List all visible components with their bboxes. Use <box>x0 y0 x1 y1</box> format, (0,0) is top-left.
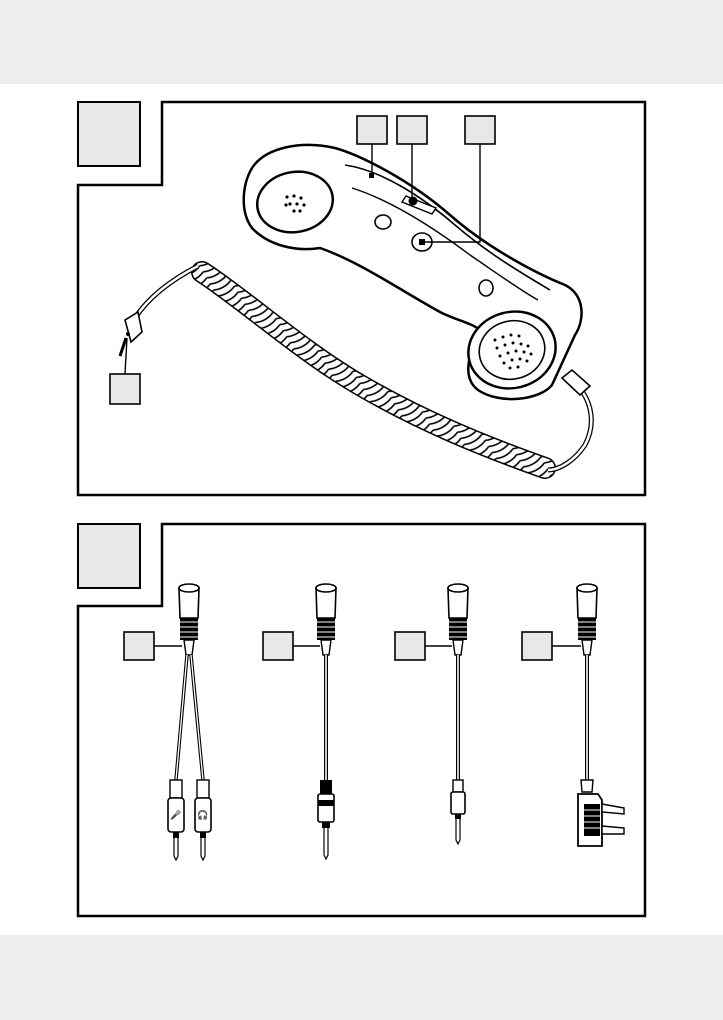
adapter-y-splitter: 🎤 🎧 <box>167 583 212 862</box>
mic-jack: 🎤 <box>167 779 185 862</box>
figure-handset <box>76 100 647 497</box>
figure-adapters: 🎤 🎧 <box>76 522 647 918</box>
adapter-35mm-4pole <box>315 583 337 861</box>
handset-callout-3 <box>419 115 496 245</box>
headphone-jack: 🎧 <box>194 779 212 862</box>
figure-adapters-number-box <box>77 523 141 589</box>
figure-handset-frame <box>76 100 647 497</box>
adapter-callout-2 <box>262 631 320 661</box>
cord-plug <box>118 310 143 357</box>
adapter-proprietary <box>576 583 625 847</box>
handset <box>242 143 592 401</box>
headphone-icon: 🎧 <box>197 809 208 820</box>
handset-led <box>478 279 494 297</box>
microphone-icon: 🎤 <box>170 809 181 820</box>
adapter-callout-4 <box>521 631 581 661</box>
handset-button-small <box>374 214 392 230</box>
strain-relief <box>560 368 592 397</box>
handset-cord <box>547 376 594 473</box>
bottom-margin-band <box>0 935 723 1020</box>
handset-callout-2 <box>396 115 428 198</box>
top-margin-band <box>0 0 723 84</box>
adapter-callout-3 <box>394 631 452 661</box>
earpiece <box>255 170 335 234</box>
figure-adapters-frame <box>76 522 647 918</box>
mouthpiece <box>467 310 557 390</box>
handset-callout-1 <box>356 115 388 178</box>
handset-callout-4 <box>109 337 141 405</box>
figure-handset-number-box <box>77 101 141 167</box>
adapter-callout-1 <box>123 631 182 661</box>
adapter-25mm <box>447 583 469 846</box>
plug-lead <box>132 263 200 320</box>
volume-slider <box>400 195 438 215</box>
